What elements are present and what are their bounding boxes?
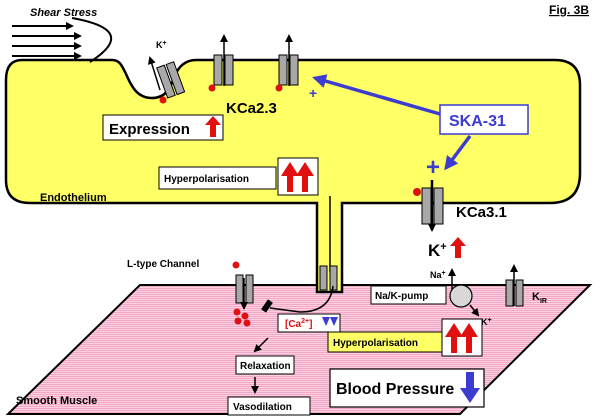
kir-label: KIR (532, 291, 547, 305)
hyperpol-bottom-label: Hyperpolarisation (333, 338, 418, 349)
ca-to-relaxation-arrow (253, 337, 269, 353)
calcium-down-arrow-2 (330, 317, 338, 326)
na-k-pump-label: Na/K-pump (375, 291, 428, 302)
kca23-calcium-dot (159, 96, 167, 104)
hyperpol-top-box (158, 166, 277, 190)
figure-label: Fig. 3B (549, 3, 589, 17)
k-ion-label: K+ (156, 40, 167, 50)
double-up-arrow-top-1 (281, 162, 299, 192)
hyperpol-bottom-arrow-box (441, 318, 483, 357)
expression-label: Expression (109, 121, 190, 138)
k-influx-label: K+ (481, 317, 492, 327)
inhibition-line (269, 285, 334, 313)
kca23-channel-3 (275, 34, 299, 92)
blood-pressure-label: Blood Pressure (336, 381, 454, 398)
calcium-down-arrow-1 (322, 317, 330, 326)
endothelium-label: Endothelium (40, 192, 107, 204)
blood-pressure-box (329, 368, 485, 408)
l-type-channel-label: L-type Channel (127, 259, 199, 270)
ska31-label: SKA-31 (449, 113, 506, 130)
double-up-arrow-bottom-1 (445, 323, 463, 353)
kca23-channel-tilted (156, 61, 186, 99)
vasodilation-label: Vasodilation (233, 402, 292, 413)
kca23-efflux-arrow (147, 56, 161, 91)
l-type-ca-dots-below (233, 308, 251, 327)
gap-junction (319, 196, 338, 291)
na-k-pump-icon (449, 284, 473, 308)
ska-plus-kca23: + (309, 85, 317, 101)
ska31-arrow-kca31 (444, 134, 472, 171)
double-up-arrow-bottom-2 (460, 323, 478, 353)
double-up-arrow-top-2 (296, 162, 314, 192)
relaxation-box (235, 355, 295, 375)
expression-box (102, 114, 224, 141)
shear-stress-arrows (12, 17, 113, 63)
k-influx-arrow (469, 304, 480, 317)
hyperpol-top-arrow-box (277, 157, 319, 196)
kca31-channel (413, 180, 444, 232)
k-ion-big-label: K+ (428, 241, 447, 260)
relaxation-label: Relaxation (240, 361, 291, 372)
kca31-label: KCa3.1 (456, 204, 507, 221)
vasodilation-box (227, 396, 311, 416)
na-ion-label: Na+ (430, 270, 446, 280)
ska-plus-kca31: + (426, 154, 440, 181)
blood-pressure-down-arrow (460, 372, 480, 403)
hyperpol-top-label: Hyperpolarisation (164, 174, 249, 185)
kca23-channel-2 (208, 34, 234, 92)
calcium-label: [Ca2+] (285, 318, 312, 330)
inhibition-bar (261, 299, 273, 313)
l-type-channel (235, 274, 254, 310)
ska31-box (439, 104, 529, 135)
l-type-ca-dot-above (232, 261, 240, 269)
kca23-label: KCa2.3 (226, 100, 277, 117)
kir-channel (505, 264, 524, 307)
ska31-arrow-kca23 (312, 74, 441, 116)
shear-stress-label: Shear Stress (30, 7, 97, 19)
na-k-pump-box (370, 285, 447, 305)
k-ion-up-arrow (450, 237, 466, 258)
smooth-muscle-label: Smooth Muscle (16, 395, 97, 407)
expression-up-arrow (205, 116, 221, 137)
